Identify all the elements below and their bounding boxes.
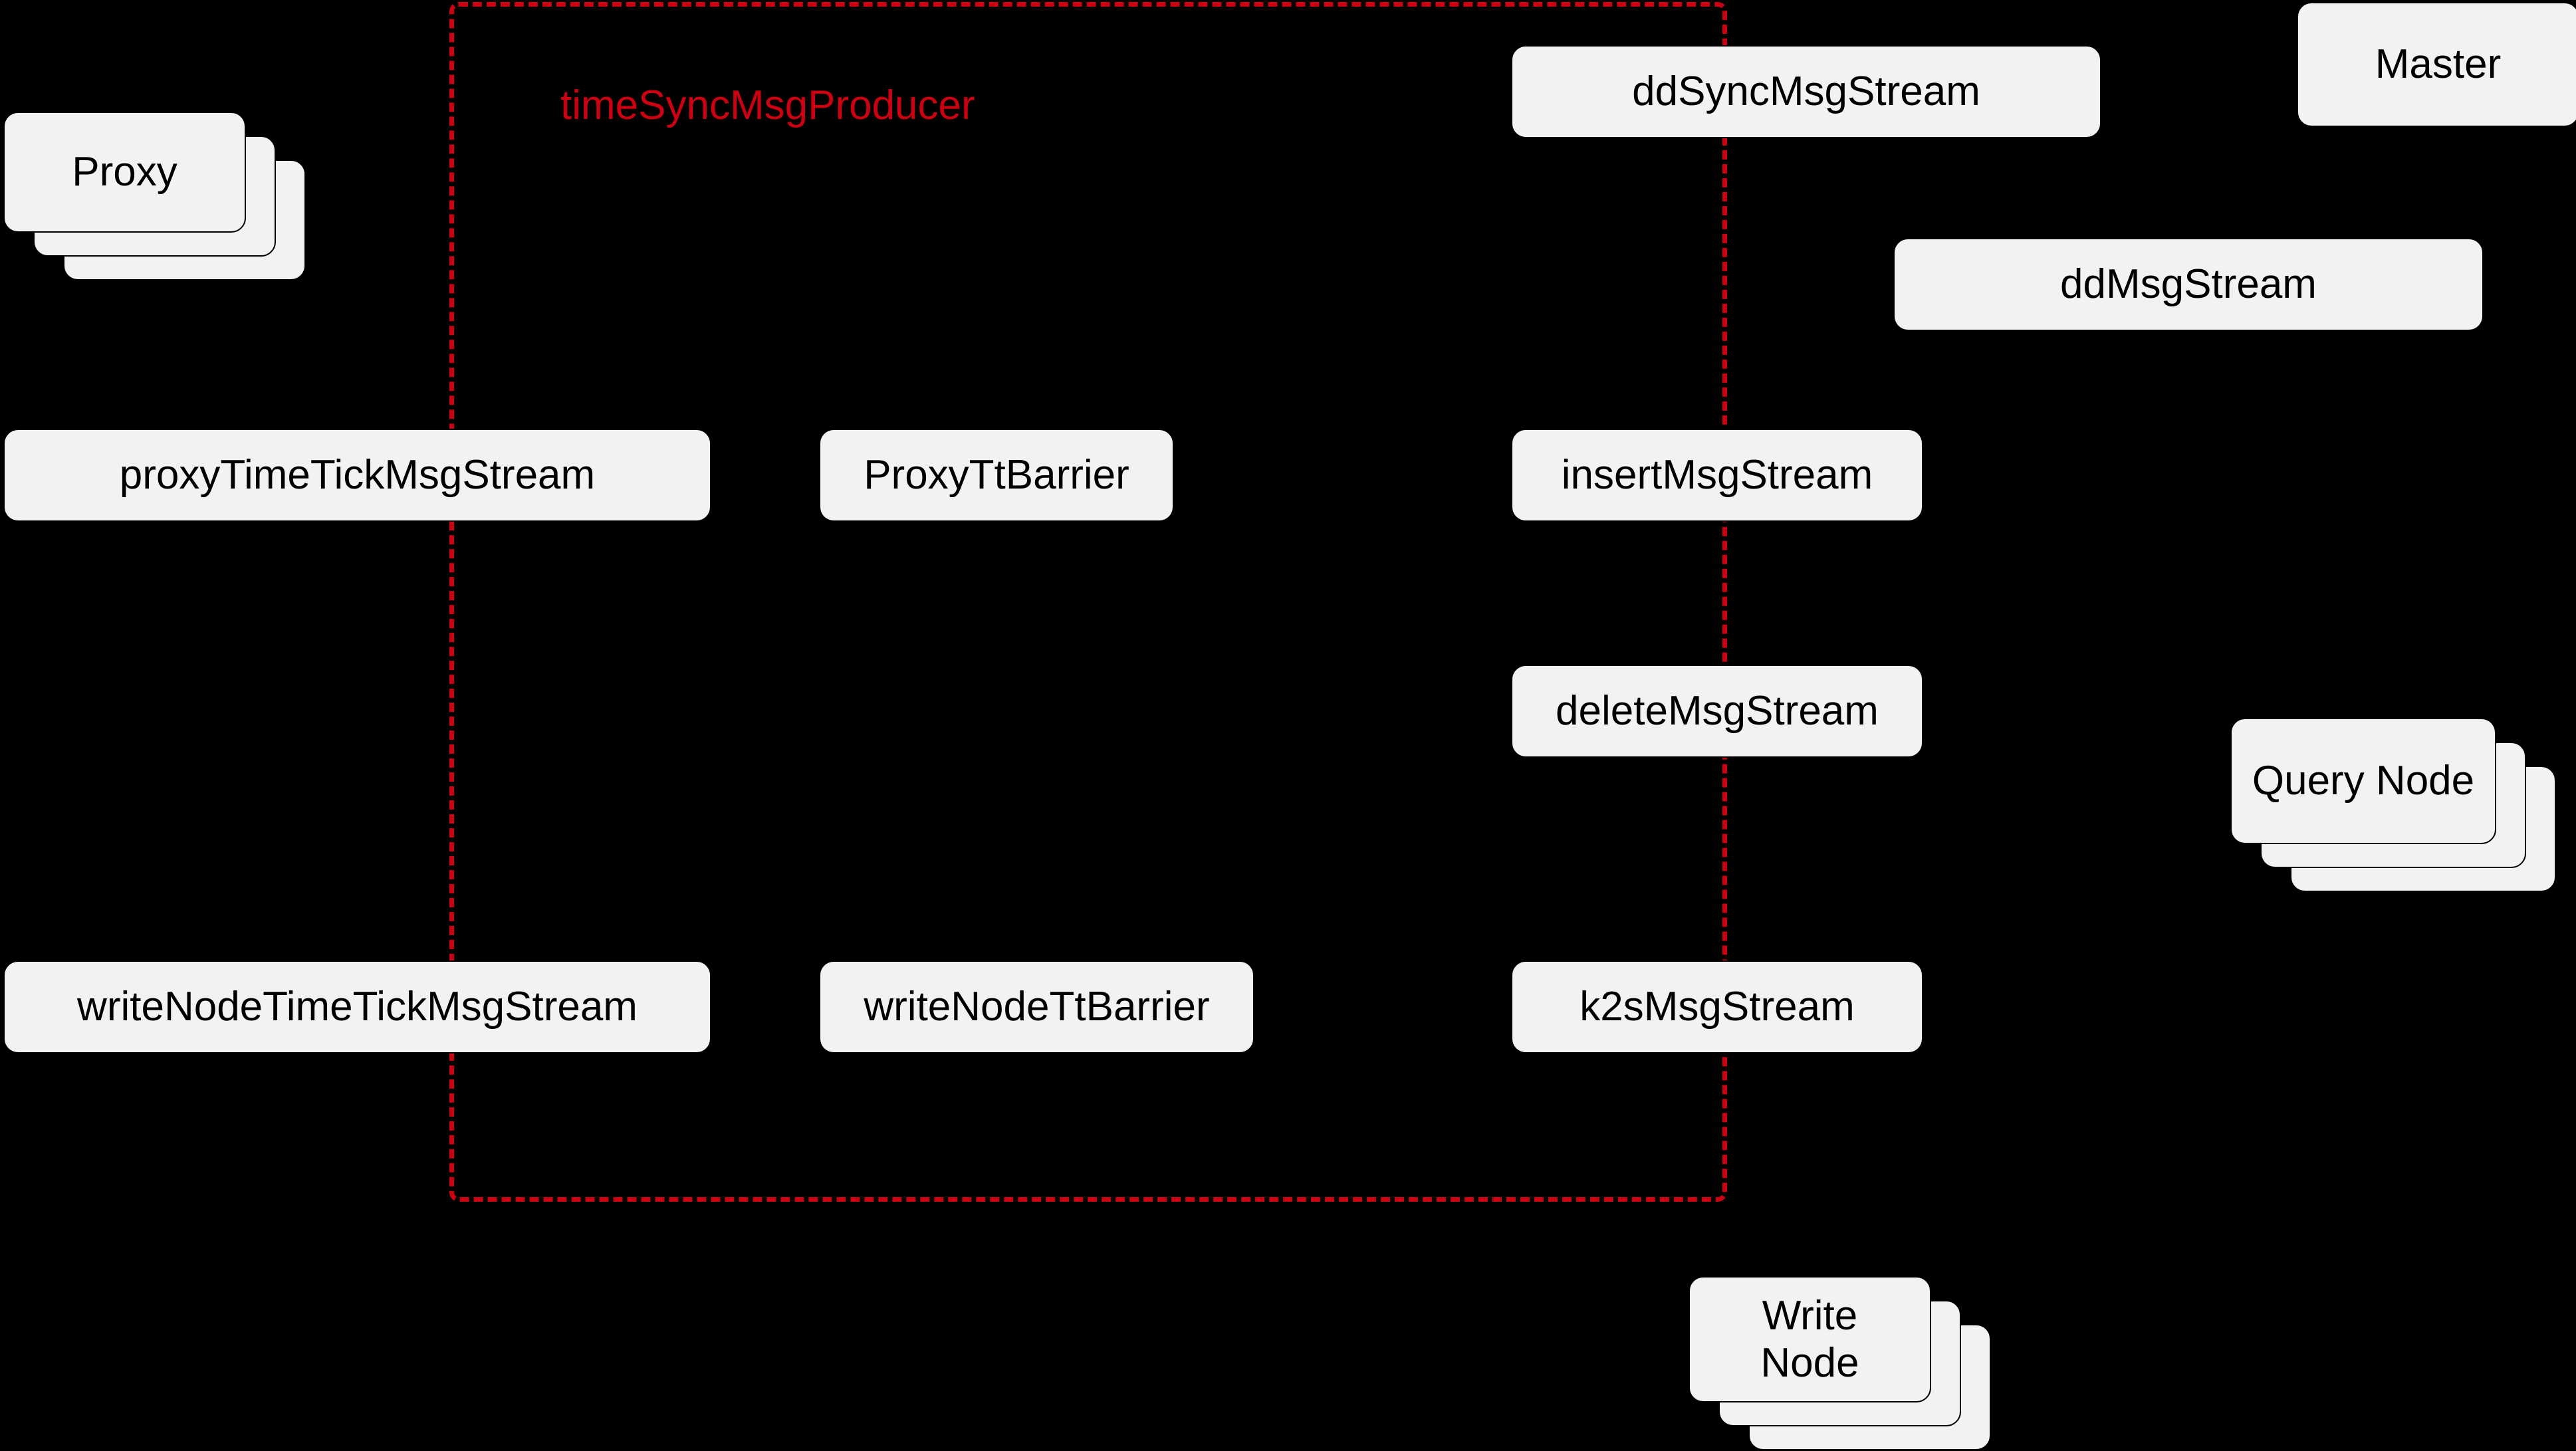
query-node-label: Query Node: [2252, 758, 2475, 804]
write-node[interactable]: Write Node: [1689, 1276, 1931, 1402]
proxy-time-tick-msg-stream-node[interactable]: proxyTimeTickMsgStream: [3, 429, 711, 522]
time-sync-msg-producer-label: timeSyncMsgProducer: [560, 82, 975, 128]
insert-msg-stream-label: insertMsgStream: [1561, 452, 1873, 499]
master-label: Master: [2375, 41, 2502, 88]
write-node-stack[interactable]: Write Node: [1689, 1276, 2008, 1451]
k2s-msg-stream-node[interactable]: k2sMsgStream: [1511, 960, 1923, 1054]
insert-msg-stream-node[interactable]: insertMsgStream: [1511, 429, 1923, 522]
k2s-msg-stream-label: k2sMsgStream: [1580, 984, 1855, 1030]
write-node-time-tick-msg-stream-label: writeNodeTimeTickMsgStream: [77, 984, 638, 1030]
master-node[interactable]: Master: [2297, 2, 2576, 127]
write-node-tt-barrier-node[interactable]: writeNodeTtBarrier: [819, 960, 1254, 1054]
dd-sync-msg-stream-label: ddSyncMsgStream: [1632, 68, 1980, 115]
time-sync-msg-producer-region: [449, 2, 1727, 1202]
write-node-tt-barrier-label: writeNodeTtBarrier: [864, 984, 1210, 1030]
query-node-stack[interactable]: Query Node: [2230, 718, 2576, 897]
write-node-label: Write Node: [1760, 1292, 1859, 1386]
proxy-time-tick-msg-stream-label: proxyTimeTickMsgStream: [119, 452, 596, 499]
proxy-tt-barrier-label: ProxyTtBarrier: [864, 452, 1129, 499]
proxy-tt-barrier-node[interactable]: ProxyTtBarrier: [819, 429, 1174, 522]
proxy-node[interactable]: Proxy: [3, 112, 246, 233]
delete-msg-stream-node[interactable]: deleteMsgStream: [1511, 665, 1923, 758]
delete-msg-stream-label: deleteMsgStream: [1556, 688, 1879, 734]
proxy-stack[interactable]: Proxy: [3, 112, 309, 284]
dd-msg-stream-node[interactable]: ddMsgStream: [1893, 238, 2484, 331]
write-node-time-tick-msg-stream-node[interactable]: writeNodeTimeTickMsgStream: [3, 960, 711, 1054]
dd-sync-msg-stream-node[interactable]: ddSyncMsgStream: [1511, 45, 2101, 138]
proxy-label: Proxy: [72, 149, 177, 195]
query-node[interactable]: Query Node: [2230, 718, 2496, 844]
dd-msg-stream-label: ddMsgStream: [2060, 261, 2317, 308]
